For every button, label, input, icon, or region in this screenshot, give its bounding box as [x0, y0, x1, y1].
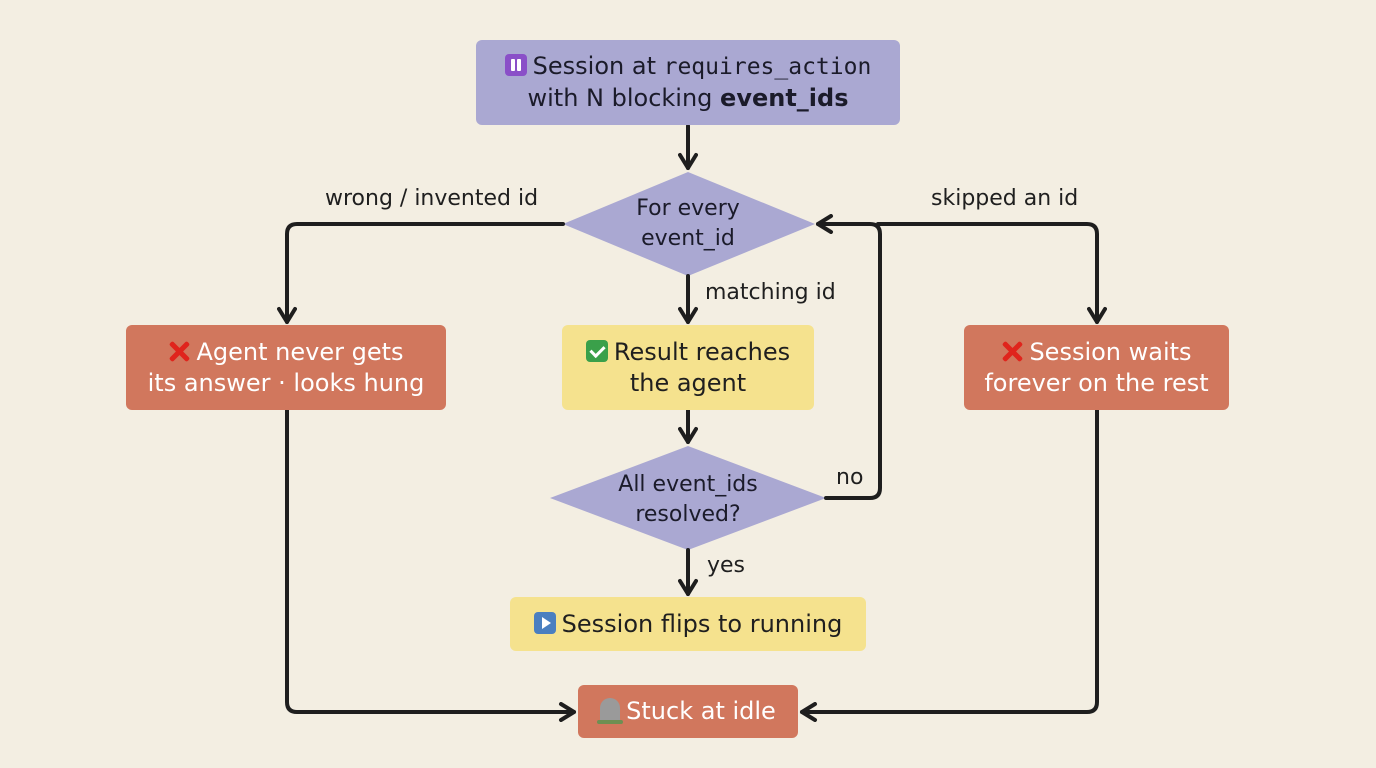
edge-wrong-to-idle — [285, 408, 576, 722]
play-icon — [533, 611, 556, 634]
start-node-line-2: with N blocking event_ids — [527, 84, 849, 112]
edge-no-loop — [816, 214, 882, 500]
result-reaches-agent-node: Result reaches the agent — [562, 325, 814, 410]
edge-label-matching-id: matching id — [705, 280, 836, 305]
session-waits-forever-node: Session waits forever on the rest — [964, 325, 1229, 410]
decision-every-event-id: For every event_id — [636, 196, 740, 251]
edge-label-no: no — [836, 465, 864, 490]
decision-all-resolved-shape — [550, 446, 826, 550]
cross-mark-icon — [1001, 340, 1023, 362]
edge-label-skipped-id: skipped an id — [931, 186, 1079, 211]
decision-every-event-id-shape — [563, 172, 815, 276]
pause-icon — [504, 54, 527, 76]
headstone-icon — [597, 698, 624, 724]
cross-mark-icon — [168, 340, 190, 362]
edge-label-yes: yes — [707, 553, 746, 578]
session-running-node: Session flips to running — [510, 597, 866, 651]
edge-label-wrong-id: wrong / invented id — [325, 186, 539, 211]
stuck-at-idle-node: Stuck at idle — [578, 685, 798, 738]
edge-skipped-to-idle — [800, 408, 1099, 722]
edge-wrong-id — [277, 222, 565, 324]
agent-never-gets-answer-node: Agent never gets its answer · looks hung — [126, 325, 446, 410]
start-node-line-1: Session at requires_action — [504, 51, 871, 83]
decision-all-resolved: All event_ids resolved? — [618, 472, 758, 527]
edge-skipped-id — [876, 222, 1107, 324]
check-mark-icon — [585, 339, 608, 362]
start-node: Session at requires_action with N blocki… — [476, 40, 900, 125]
